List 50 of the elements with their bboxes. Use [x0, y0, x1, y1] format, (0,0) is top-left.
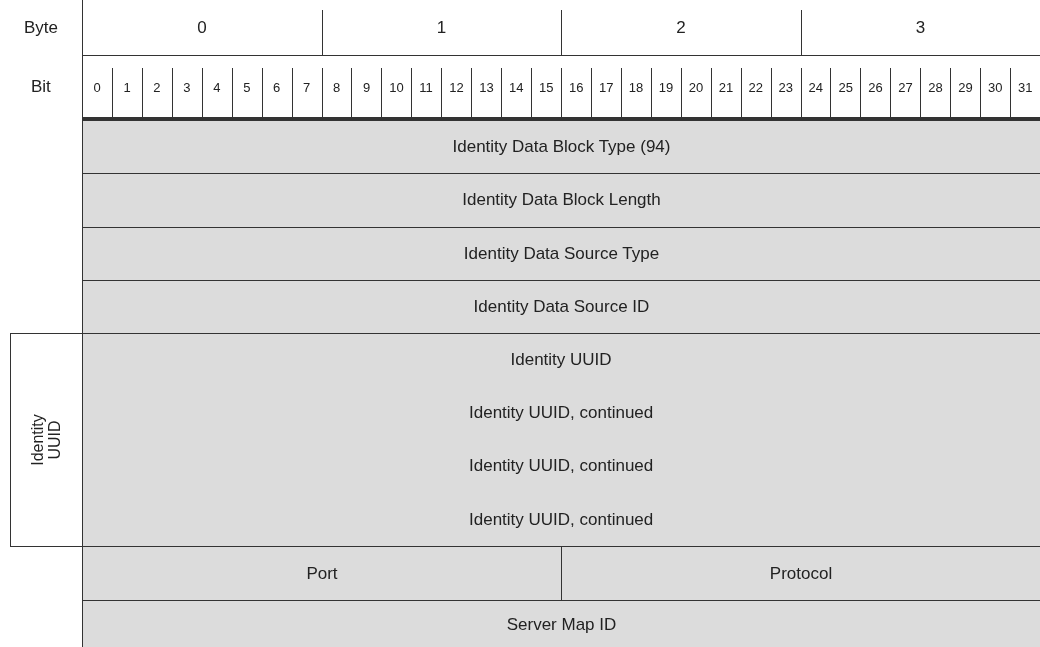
bit-number: 29: [958, 79, 973, 95]
side-label: Identity UUID: [29, 413, 63, 468]
byte-number: 2: [676, 18, 686, 38]
field-cell: Identity Data Block Type (94): [82, 120, 1040, 175]
bit-number: 9: [362, 79, 371, 95]
bit-number: 11: [419, 79, 433, 95]
bit-number: 5: [243, 79, 251, 95]
bit-number: 23: [778, 79, 793, 95]
bit-number: 7: [303, 79, 311, 95]
field-cell: Port: [82, 546, 562, 601]
bit-number: 20: [688, 79, 704, 95]
row-heading: Byte: [24, 18, 59, 38]
bit-number: 14: [509, 79, 524, 95]
bit-number: 8: [332, 79, 341, 95]
bit-number: 19: [658, 79, 674, 95]
bit-number: 22: [748, 79, 764, 95]
bit-number: 24: [808, 79, 823, 95]
byte-number: 1: [436, 18, 447, 38]
bit-number: 15: [539, 79, 554, 95]
field-cell: Identity Data Source ID: [82, 279, 1040, 335]
field-label: Identity UUID, continued: [469, 403, 654, 424]
byte-number: 0: [197, 18, 207, 38]
field-label: Identity UUID, continued: [469, 456, 654, 477]
bit-number: 4: [213, 79, 221, 95]
bit-number: 2: [153, 79, 161, 95]
field-label: Identity UUID, continued: [469, 509, 654, 530]
bit-number: 26: [868, 79, 883, 95]
bit-number: 17: [598, 79, 614, 95]
bit-number: 1: [123, 79, 131, 95]
bit-number: 0: [93, 79, 101, 95]
bit-number: 10: [389, 79, 404, 95]
bit-number: 3: [183, 79, 191, 95]
field-cell: Protocol: [561, 546, 1040, 601]
bit-number: 6: [273, 79, 281, 95]
bit-number: 25: [838, 79, 853, 95]
bit-number: 16: [568, 79, 584, 95]
field-cell: Identity Data Source Type: [82, 226, 1040, 281]
bit-number: 27: [898, 79, 913, 95]
bit-number: 18: [628, 79, 644, 95]
row-heading: Bit: [31, 77, 51, 97]
bit-number: 31: [1018, 79, 1033, 95]
byte-number: 3: [915, 18, 926, 38]
bit-number: 30: [988, 79, 1003, 95]
bit-number: 12: [449, 79, 464, 95]
bit-number: 21: [718, 79, 734, 95]
field-cell: Server Map ID: [82, 599, 1040, 647]
field-cell: Identity Data Block Length: [82, 173, 1040, 228]
bit-number: 13: [479, 79, 494, 95]
bit-number: 28: [928, 79, 943, 95]
field-label: Identity UUID: [510, 349, 612, 370]
